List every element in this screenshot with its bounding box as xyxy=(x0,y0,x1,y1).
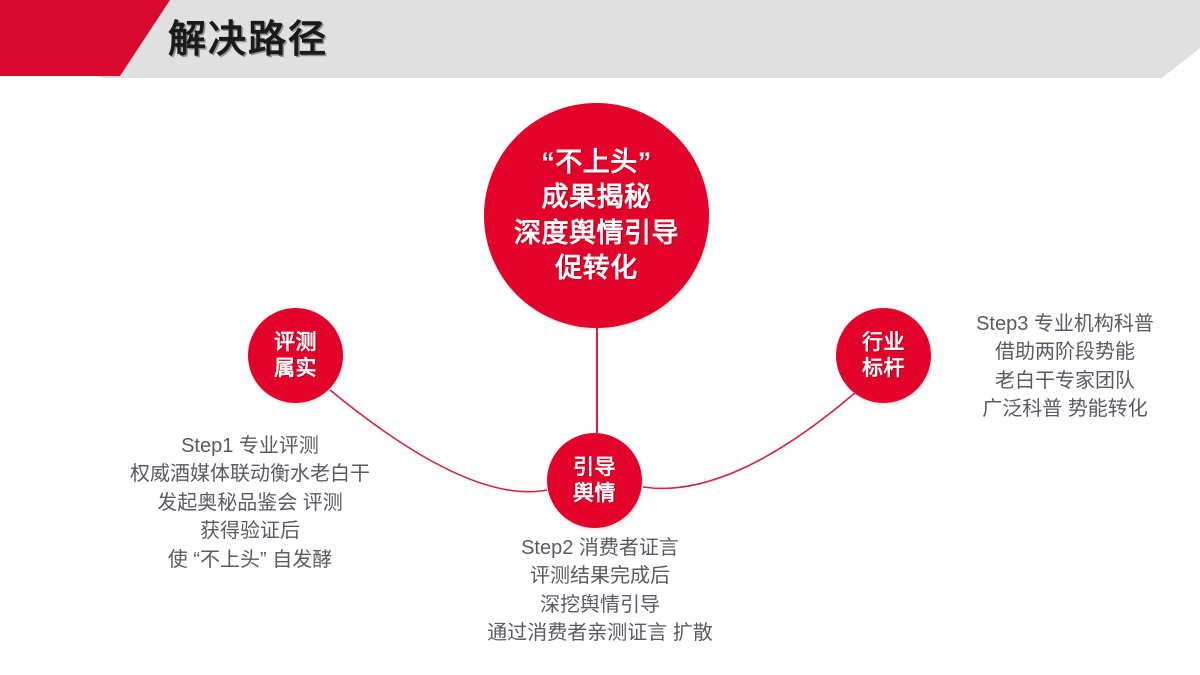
center-node[interactable]: “不上头” 成果揭秘 深度舆情引导 促转化 xyxy=(484,103,709,328)
step1-line-5: 使 “不上头” 自发酵 xyxy=(167,548,333,571)
node-guidance[interactable]: 引导 舆情 xyxy=(547,433,642,528)
center-node-line-3: 深度舆情引导 xyxy=(514,217,679,248)
step1-line-1: Step1 专业评测 xyxy=(181,435,319,457)
node-benchmark-line-2: 标杆 xyxy=(862,356,905,380)
step2-text-block: Step2 消费者证言 评测结果完成后 深挖舆情引导 通过消费者亲测证言 扩散 xyxy=(440,534,760,648)
node-benchmark[interactable]: 行业 标杆 xyxy=(836,308,931,403)
step1-line-3: 发起奥秘品鉴会 评测 xyxy=(157,491,343,514)
center-node-line-4: 促转化 xyxy=(555,252,638,283)
step2-line-1: Step2 消费者证言 xyxy=(521,537,679,559)
center-node-line-1: “不上头” xyxy=(541,147,652,178)
step3-line-3: 老白干专家团队 xyxy=(995,369,1135,392)
node-benchmark-line-1: 行业 xyxy=(862,331,905,355)
step3-line-1: Step3 专业机构科普 xyxy=(976,313,1154,335)
node-evaluation-line-2: 属实 xyxy=(274,356,317,380)
center-node-line-2: 成果揭秘 xyxy=(541,182,652,213)
node-evaluation[interactable]: 评测 属实 xyxy=(248,308,343,403)
node-guidance-line-1: 引导 xyxy=(573,456,616,480)
step3-line-4: 广泛科普 势能转化 xyxy=(982,398,1148,421)
node-evaluation-line-1: 评测 xyxy=(274,331,317,355)
step3-text-block: Step3 专业机构科普 借助两阶段势能 老白干专家团队 广泛科普 势能转化 xyxy=(940,310,1190,424)
step2-line-3: 深挖舆情引导 xyxy=(540,593,660,616)
connector-guidance-to-benchmark xyxy=(642,391,857,490)
step2-line-4: 通过消费者亲测证言 扩散 xyxy=(487,622,713,645)
step1-text-block: Step1 专业评测 权威酒媒体联动衡水老白干 发起奥秘品鉴会 评测 获得验证后… xyxy=(100,432,400,574)
header-banner-gray xyxy=(100,0,1200,78)
step3-line-2: 借助两阶段势能 xyxy=(995,341,1135,364)
node-guidance-line-2: 舆情 xyxy=(573,481,616,505)
step2-line-2: 评测结果完成后 xyxy=(530,565,670,588)
step1-line-4: 获得验证后 xyxy=(200,520,300,543)
page-title: 解决路径 xyxy=(168,19,329,61)
step1-line-2: 权威酒媒体联动衡水老白干 xyxy=(130,463,370,486)
